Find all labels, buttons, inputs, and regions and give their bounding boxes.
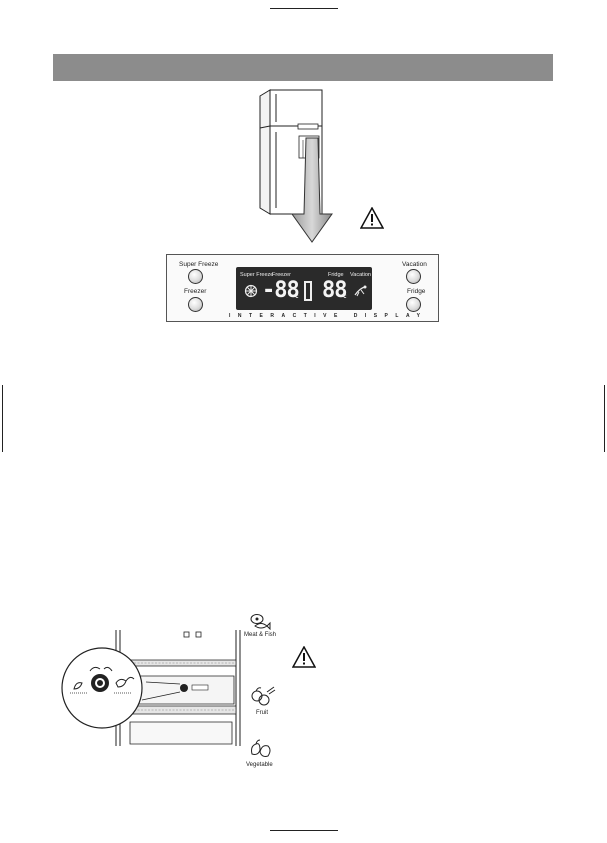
warning-icon-food <box>292 646 316 668</box>
fruit-label: Fruit <box>256 710 268 716</box>
warning-icon <box>360 207 384 229</box>
super-freeze-label: Super Freeze <box>179 261 219 268</box>
super-freeze-icon <box>244 284 258 298</box>
mode-indicator <box>304 281 312 301</box>
right-page-mark <box>604 385 605 452</box>
interactive-display: Super Freeze Freezer Fridge Vacation -88… <box>236 267 372 310</box>
vacation-label: Vacation <box>402 261 427 268</box>
section-header-bar <box>53 54 553 81</box>
bottom-rule <box>270 830 338 831</box>
top-rule <box>270 8 338 9</box>
fridge-unit-dot: c <box>343 293 347 300</box>
left-page-mark <box>2 385 3 452</box>
fridge-temperature: 88 <box>322 278 347 303</box>
control-panel: Super Freeze Freezer Super Freeze Freeze… <box>166 254 439 322</box>
freezer-button[interactable] <box>188 297 203 312</box>
fridge-button[interactable] <box>406 297 421 312</box>
meat-fish-icon <box>250 614 271 630</box>
display-super-freeze-label: Super Freeze <box>240 272 274 278</box>
meat-fish-label: Meat & Fish <box>244 632 277 638</box>
vegetable-label: Vegetable <box>246 762 273 768</box>
display-fridge-label: Fridge <box>328 272 344 278</box>
vacation-button[interactable] <box>406 269 421 284</box>
arrow-down-icon <box>291 137 333 243</box>
vacation-icon <box>354 285 367 297</box>
freezer-temperature: -88 <box>262 278 300 303</box>
drawer-dial-icon <box>70 666 135 694</box>
freezer-unit-dot: c <box>295 293 299 300</box>
display-freezer-label: Freezer <box>272 272 291 278</box>
fridge-label: Fridge <box>407 288 426 295</box>
super-freeze-button[interactable] <box>188 269 203 284</box>
vegetable-icon <box>251 739 271 757</box>
brand-text: INTERACTIVE DISPLAY <box>229 313 428 319</box>
fruit-icon <box>251 686 276 706</box>
display-vacation-label: Vacation <box>350 272 371 278</box>
freezer-label: Freezer <box>184 288 207 295</box>
